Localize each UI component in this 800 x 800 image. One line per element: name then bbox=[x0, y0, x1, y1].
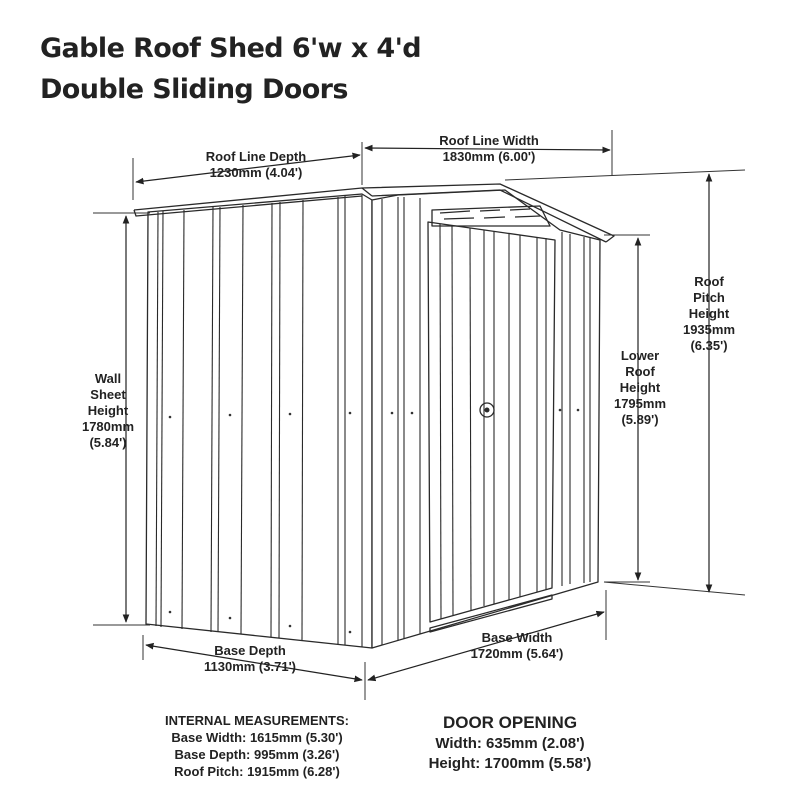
roof-line-depth-arrow bbox=[135, 152, 361, 185]
door-handle bbox=[479, 402, 495, 418]
roof-pitch-height-label: Roof Pitch Height 1935mm (6.35') bbox=[682, 274, 736, 353]
title-line-2: Double Sliding Doors bbox=[40, 74, 348, 105]
base-depth-arrow bbox=[145, 642, 363, 683]
lower-roof-height-label: Lower Roof Height 1795mm (5.89') bbox=[613, 348, 667, 427]
internal-measurements: INTERNAL MEASUREMENTS: Base Width: 1615m… bbox=[137, 712, 377, 780]
title-line-1: Gable Roof Shed 6'w x 4'd bbox=[40, 33, 422, 64]
roof-line-width-label: Roof Line Width 1830mm (6.00') bbox=[439, 133, 539, 164]
base-width-label: Base Width 1720mm (5.64') bbox=[470, 630, 564, 661]
base-width-arrow bbox=[367, 610, 605, 682]
door-opening-height: Height: 1700mm (5.58') bbox=[428, 755, 592, 772]
door-opening-heading: DOOR OPENING bbox=[442, 713, 578, 732]
rivets bbox=[168, 408, 580, 634]
door-opening-width: Width: 635mm (2.08') bbox=[435, 735, 585, 752]
door-frame bbox=[427, 221, 556, 623]
wall-sheet-height-label: Wall Sheet Height 1780mm (5.84') bbox=[81, 371, 135, 450]
internal-roof-pitch: Roof Pitch: 1915mm (6.28') bbox=[174, 764, 340, 779]
door-opening: DOOR OPENING Width: 635mm (2.08') Height… bbox=[405, 712, 615, 774]
roof-line-depth-label: Roof Line Depth 1230mm (4.04') bbox=[205, 149, 307, 180]
front-wall-ribs bbox=[381, 197, 591, 645]
roof-edge-front bbox=[361, 183, 615, 243]
base-depth-label: Base Depth 1130mm (3.71') bbox=[204, 643, 296, 674]
side-wall-ribs bbox=[155, 195, 363, 647]
front-wall bbox=[371, 189, 601, 649]
internal-base-width: Base Width: 1615mm (5.30') bbox=[171, 730, 343, 745]
roof-line-width-arrow bbox=[364, 144, 611, 154]
internal-base-depth: Base Depth: 995mm (3.26') bbox=[174, 747, 340, 762]
roof-vent bbox=[431, 205, 551, 227]
internal-measurements-heading: INTERNAL MEASUREMENTS: bbox=[165, 713, 349, 728]
